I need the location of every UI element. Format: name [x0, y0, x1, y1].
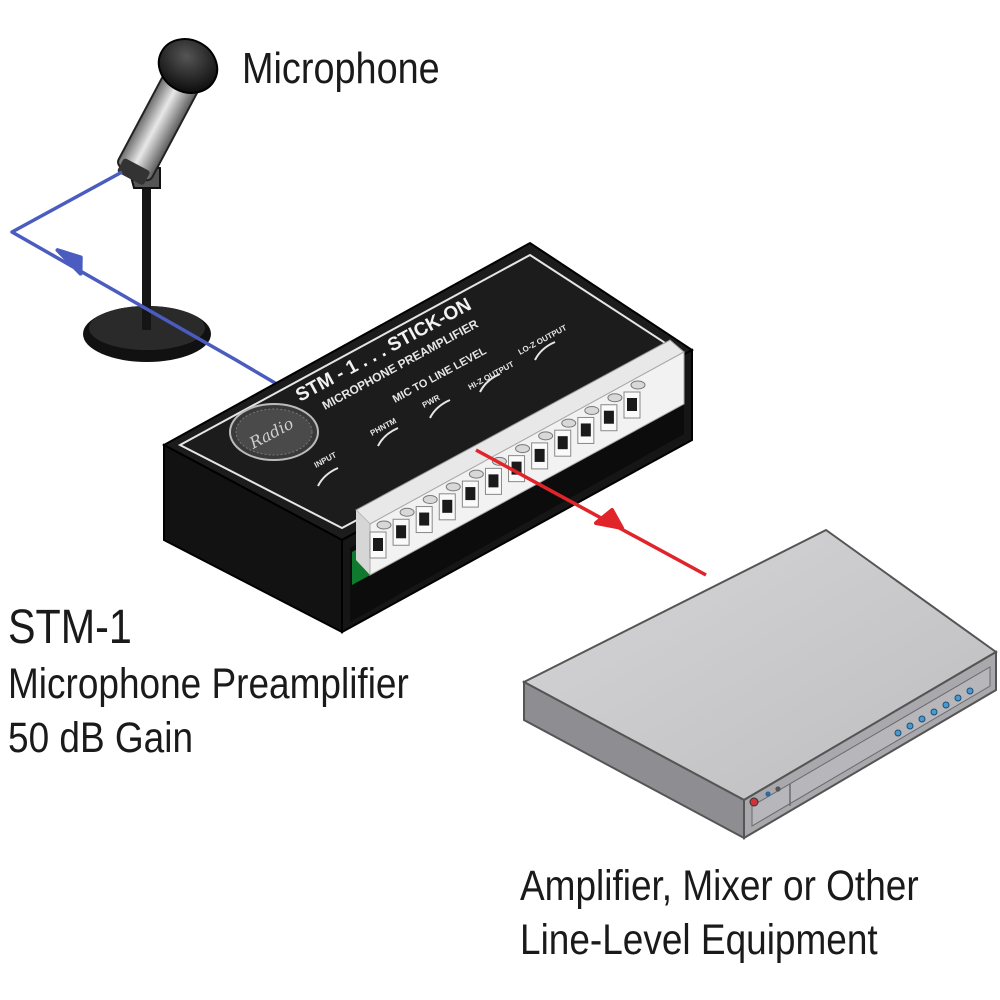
equipment-label-line1: Amplifier, Mixer or Other	[520, 862, 919, 910]
terminal-screw-head	[422, 495, 438, 505]
terminal-opening	[603, 410, 614, 424]
terminal-opening	[373, 538, 383, 551]
terminal-screw-head	[584, 405, 600, 415]
terminal-screw-head	[468, 469, 484, 479]
preamplifier-device-icon: Radio STM - 1 . . . STICK-ON MICROPHONE …	[161, 241, 694, 634]
model-label: STM-1	[8, 601, 132, 654]
description-label: Microphone Preamplifier	[8, 660, 409, 708]
terminal-opening	[396, 525, 407, 539]
terminal-opening	[465, 487, 476, 501]
terminal-screw-head	[630, 380, 646, 390]
output-cable	[475, 448, 707, 577]
terminal-opening	[627, 398, 637, 411]
microphone-icon	[83, 38, 219, 362]
terminal-opening	[534, 448, 545, 462]
terminal-screw-head	[399, 507, 415, 517]
terminal-opening	[488, 474, 499, 488]
terminal-screw-head	[376, 520, 392, 530]
microphone-label: Microphone	[242, 44, 440, 93]
gain-label: 50 dB Gain	[8, 714, 194, 762]
screw-terminals	[369, 380, 646, 559]
terminal-screw-head	[607, 393, 623, 403]
line-level-equipment-icon	[521, 528, 998, 840]
terminal-opening	[419, 512, 430, 526]
logo-badge: Radio	[229, 403, 319, 461]
equipment-label-line2: Line-Level Equipment	[520, 916, 878, 964]
terminal-screw-head	[515, 444, 531, 454]
terminal-screw-head	[538, 431, 554, 441]
terminal-opening	[442, 499, 453, 513]
terminal-screw-head	[561, 418, 577, 428]
terminal-opening	[580, 423, 591, 437]
terminal-screw-head	[445, 482, 461, 492]
terminal-opening	[557, 436, 568, 450]
terminal-opening	[511, 461, 522, 475]
